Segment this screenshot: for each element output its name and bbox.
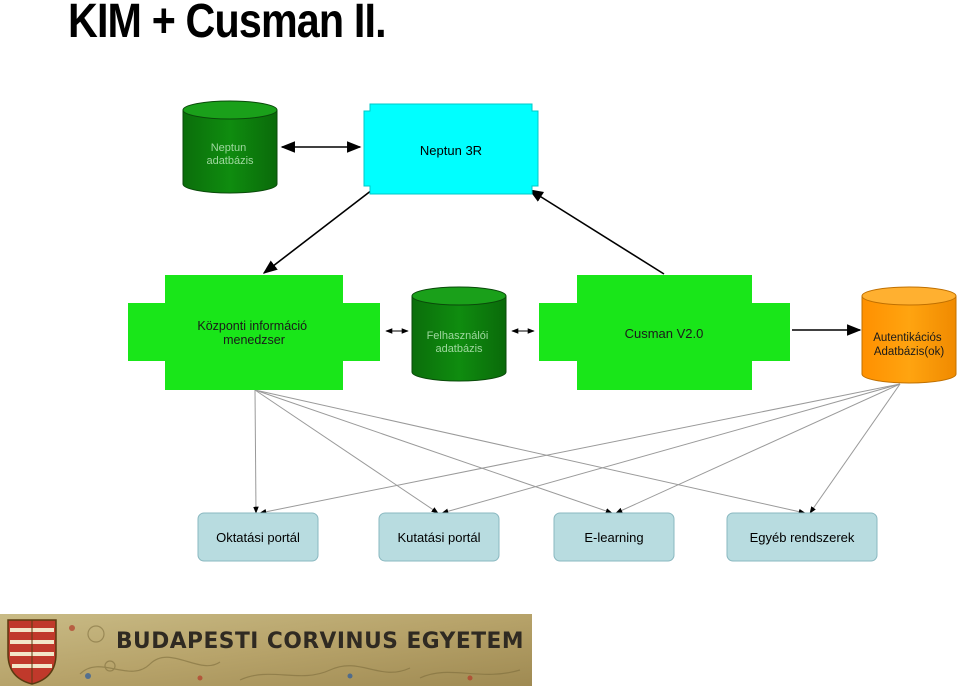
portal-oktatasi: Oktatási portál: [197, 512, 319, 562]
university-name: BUDAPESTI CORVINUS EGYETEM: [116, 629, 524, 654]
ornament-pattern: [79, 625, 521, 681]
kim-label-2: menedzser: [223, 333, 285, 347]
main-connectors: [262, 141, 862, 336]
architecture-diagram: Neptun adatbázis Neptun 3R Központi info…: [128, 100, 957, 562]
portal-kutatasi-label: Kutatási portál: [397, 530, 480, 545]
connector-auth-oktatasi: [259, 383, 901, 515]
portal-egyeb: Egyéb rendszerek: [726, 512, 878, 562]
neptun-db-label-2: adatbázis: [206, 155, 254, 167]
felhasznaloi-db-label-1: Felhasználói: [427, 330, 489, 342]
connector-kim-elearning: [254, 389, 613, 514]
neptun-database: Neptun adatbázis: [182, 100, 278, 194]
connector-kim-oktatasi: [253, 389, 259, 514]
kim-label-1: Központi információ: [197, 319, 307, 333]
autentikacios-database: Autentikációs Adatbázis(ok): [861, 286, 957, 384]
connector-auth-egyeb: [809, 383, 901, 514]
slide-title: KIM + Cusman II.: [68, 0, 387, 48]
university-banner: BUDAPESTI CORVINUS EGYETEM: [0, 614, 532, 686]
portal-elearning: E-learning: [553, 512, 675, 562]
neptun-3r-node: Neptun 3R: [363, 103, 539, 195]
connector-3r-kim: [262, 189, 373, 274]
connector-cusman-3r: [528, 189, 665, 275]
cusman-label: Cusman V2.0: [625, 326, 704, 341]
felhasznaloi-database: Felhasználói adatbázis: [411, 286, 507, 382]
connector-kim-egyeb: [254, 389, 806, 515]
svg-text:Autentikációs Adatbázis(: Autentikációs Adatbázis(ok): [873, 332, 945, 358]
portal-row: Oktatási portál Kutatási portál E-learni…: [197, 512, 878, 562]
neptun-3r-label: Neptun 3R: [420, 143, 482, 158]
felhasznaloi-db-label-2: adatbázis: [435, 343, 483, 355]
coat-of-arms-icon: [7, 619, 57, 685]
auth-db-label-2: Adatbázis(ok): [874, 346, 944, 358]
svg-text:Neptun adatbázis: Neptun adatbázis: [206, 142, 254, 167]
portal-kutatasi: Kutatási portál: [378, 512, 500, 562]
svg-text:Felhasználói adatbázis: Felhasználói adatbázis: [427, 330, 492, 355]
portal-oktatasi-label: Oktatási portál: [216, 530, 300, 545]
portal-connectors: [253, 383, 901, 515]
auth-db-label-1: Autentikációs: [873, 332, 942, 344]
portal-elearning-label: E-learning: [584, 530, 643, 545]
connector-auth-elearning: [615, 383, 901, 514]
cusman-node: Cusman V2.0: [539, 275, 790, 390]
connector-auth-kutatasi: [441, 383, 901, 514]
ornament-dots: [69, 625, 473, 681]
kim-node: Központi információ menedzser: [128, 275, 380, 390]
svg-text:Központi információ mene: Központi információ menedzser: [197, 319, 310, 347]
portal-egyeb-label: Egyéb rendszerek: [750, 530, 855, 545]
connector-kim-kutatasi: [254, 389, 439, 514]
neptun-db-label-1: Neptun: [211, 142, 246, 154]
